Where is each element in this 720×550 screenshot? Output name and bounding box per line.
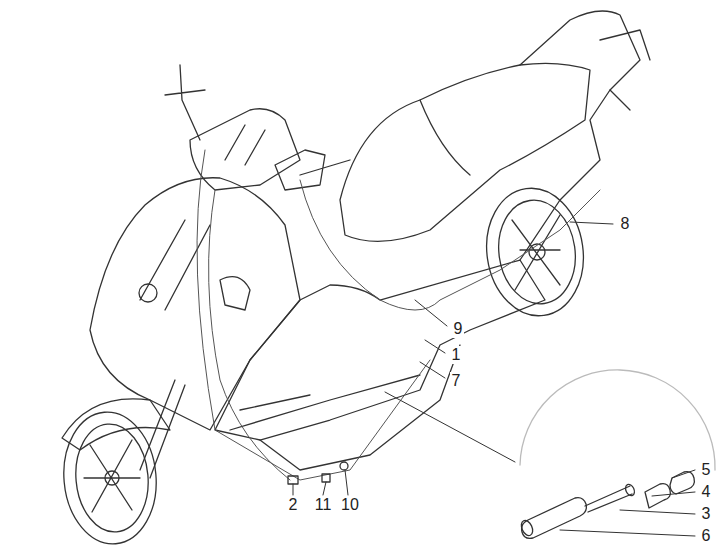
seat-seam: [420, 100, 470, 175]
windscreen-lines: [225, 125, 265, 165]
callout-number: 6: [700, 527, 713, 545]
seat: [340, 63, 590, 241]
screw-part: [340, 462, 348, 470]
cable-run-lower: [197, 150, 430, 480]
rear-wheel: [479, 182, 592, 322]
cap-part: [670, 472, 694, 494]
side-body: [215, 260, 545, 440]
rod-part: [585, 486, 632, 512]
callout-number: 11: [313, 496, 334, 514]
clip-part: [322, 474, 330, 482]
clip-part: [288, 476, 298, 484]
front-fender: [62, 399, 170, 450]
callout-number: 4: [700, 483, 713, 501]
handlebar-right: [275, 150, 350, 190]
glovebox: [220, 277, 250, 310]
callout-number: 9: [452, 320, 465, 338]
callout-number: 5: [700, 461, 713, 479]
mirror-left: [165, 65, 205, 140]
tail-body: [520, 11, 640, 260]
callout-number: 7: [450, 372, 463, 390]
cable-run: [209, 180, 600, 480]
detail-inset: [519, 370, 715, 538]
callout-number: 8: [619, 215, 632, 233]
leader-lines: [293, 222, 695, 536]
tail-light: [600, 30, 650, 110]
front-shield: [90, 178, 300, 430]
front-wheel: [58, 408, 161, 548]
badge: [139, 284, 157, 302]
callout-number: 1: [450, 346, 463, 364]
callout-number: 3: [700, 505, 713, 523]
callout-number: 10: [339, 496, 361, 514]
lower-skirt: [260, 345, 460, 470]
shield-stripes: [140, 220, 210, 310]
nut-part: [645, 484, 670, 508]
sleeve-part: [522, 498, 587, 539]
fork: [140, 380, 185, 478]
callout-number: 2: [287, 496, 300, 514]
body-lines: [230, 375, 420, 430]
windscreen: [190, 109, 300, 190]
